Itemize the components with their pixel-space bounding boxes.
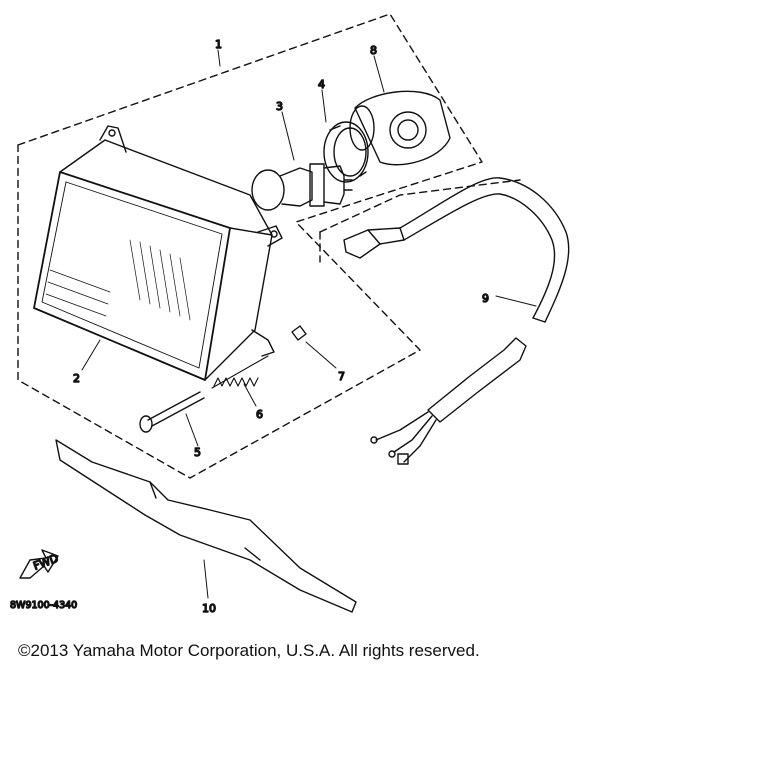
cover-plate <box>55 439 357 613</box>
fwd-arrow <box>19 549 59 579</box>
callout-5: 5 <box>194 446 201 459</box>
headlight-unit <box>33 125 283 381</box>
wiring-harness <box>343 177 570 465</box>
callout-9: 9 <box>482 292 489 305</box>
callout-3: 3 <box>276 100 283 113</box>
leader-lines <box>81 49 537 599</box>
callout-10: 10 <box>202 602 216 615</box>
copyright-notice: ©2013 Yamaha Motor Corporation, U.S.A. A… <box>18 641 480 660</box>
bulb <box>251 163 353 211</box>
rubber-cover <box>349 90 451 166</box>
assembly-outline <box>17 13 483 479</box>
drawing-code: 8W9100-4340 <box>10 600 77 611</box>
callout-8: 8 <box>370 44 377 57</box>
wiring-group-outline <box>319 179 521 233</box>
callout-2: 2 <box>73 372 80 385</box>
callout-4: 4 <box>318 78 325 91</box>
callout-7: 7 <box>338 370 345 383</box>
callout-1: 1 <box>215 38 222 51</box>
adjusting-screw <box>139 391 205 433</box>
callout-6: 6 <box>256 408 263 421</box>
spring <box>211 355 269 389</box>
nut <box>291 325 307 341</box>
socket-ring <box>323 121 369 183</box>
